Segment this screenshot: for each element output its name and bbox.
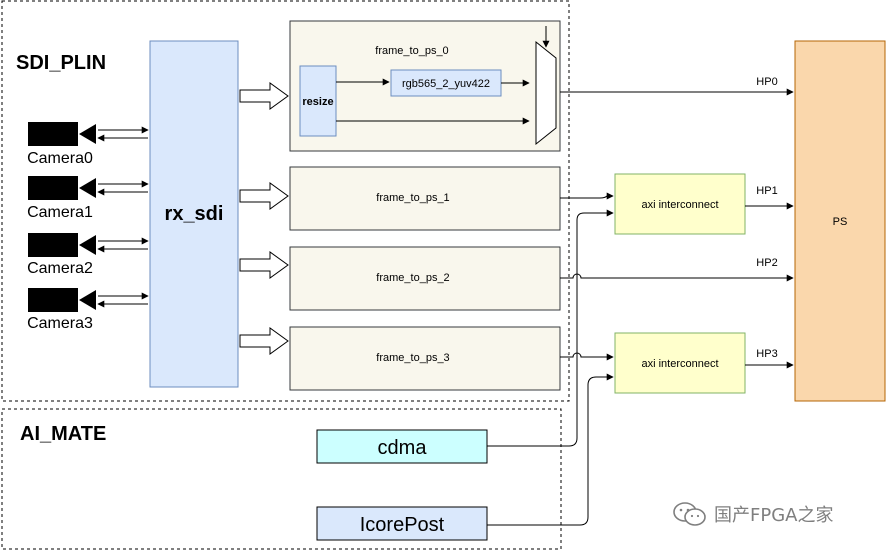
camera-0: Camera0 [27, 122, 149, 167]
frame-to-ps-1-block [289, 166, 561, 231]
frame-to-ps-1-label: frame_to_ps_1 [376, 192, 449, 204]
icorepost-label: IcorePost [360, 514, 445, 536]
frame3-to-axi2-link [560, 352, 614, 361]
rx-sdi-label: rx_sdi [165, 203, 224, 225]
frame1-to-axi1-link [560, 192, 614, 200]
axi-interconnect-2-block [614, 332, 746, 394]
watermark: 国产FPGA之家 [672, 500, 833, 528]
rx-sdi-block [149, 40, 239, 388]
camera-2-body-icon [28, 233, 78, 257]
camera-3-body-icon [28, 288, 78, 312]
axi-interconnect-1-block [614, 173, 746, 235]
frame-to-ps-0-block: frame_to_ps_0 resize rgb565_2_yuv422 [289, 20, 561, 152]
block-arrow-3-icon [239, 327, 289, 355]
camera-1: Camera1 [27, 176, 149, 221]
camera-3-lens-icon [79, 290, 96, 310]
wechat-icon [673, 502, 706, 526]
camera-2: Camera2 [27, 233, 149, 277]
sdi-plin-label: SDI_PLIN [16, 52, 106, 74]
ps-block [794, 40, 886, 402]
hp2-label: HP2 [756, 257, 777, 269]
axi-interconnect-2-label: axi interconnect [641, 358, 718, 370]
hp0-label: HP0 [756, 76, 777, 88]
rgb565-2-yuv422-block [390, 69, 502, 97]
sdi-plin-region [1, 0, 570, 402]
icorepost-to-axi2-link [487, 373, 614, 526]
block-arrow-2-icon [239, 251, 289, 279]
hp2-link [560, 273, 794, 282]
hp1-label: HP1 [756, 185, 777, 197]
frame-to-ps-0-label: frame_to_ps_0 [375, 45, 448, 57]
camera-0-body-icon [28, 122, 78, 146]
block-arrow-1-icon [239, 182, 289, 210]
cdma-to-axi1-link [487, 209, 614, 447]
hp3-label: HP3 [756, 348, 777, 360]
mux-icon [535, 40, 557, 146]
axi-interconnect-1-label: axi interconnect [641, 199, 718, 211]
camera-0-label: Camera0 [27, 150, 93, 167]
ai-mate-region [1, 408, 562, 550]
frame-to-ps-2-label: frame_to_ps_2 [376, 272, 449, 284]
camera-0-lens-icon [79, 124, 96, 144]
rgb565-2-yuv422-label: rgb565_2_yuv422 [402, 78, 490, 90]
watermark-text: 国产FPGA之家 [714, 505, 834, 526]
camera-1-body-icon [28, 176, 78, 200]
resize-label: resize [302, 96, 333, 108]
icorepost-block [316, 506, 488, 541]
camera-1-lens-icon [79, 178, 96, 198]
camera-3-label: Camera3 [27, 315, 93, 332]
frame-to-ps-3-label: frame_to_ps_3 [376, 352, 449, 364]
cdma-label: cdma [378, 437, 428, 459]
resize-block [299, 65, 337, 137]
ai-mate-label: AI_MATE [20, 423, 106, 445]
camera-2-lens-icon [79, 235, 96, 255]
camera-2-label: Camera2 [27, 260, 93, 277]
camera-3: Camera3 [27, 288, 149, 332]
ps-label: PS [833, 216, 848, 228]
cdma-block [316, 429, 488, 464]
frame-to-ps-3-block [289, 326, 561, 391]
block-arrow-0-icon [239, 82, 289, 110]
camera-1-label: Camera1 [27, 204, 93, 221]
